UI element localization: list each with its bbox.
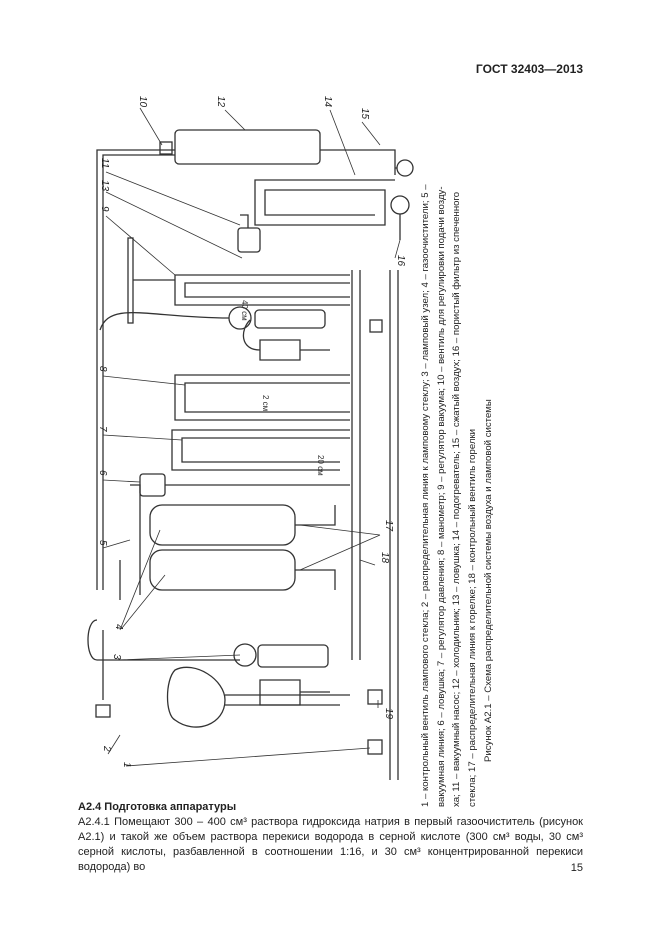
filter-16 xyxy=(390,195,410,215)
callout-17: 17 xyxy=(383,520,394,532)
scale-label-2: 2 см xyxy=(261,395,270,411)
callout-9: 9 xyxy=(99,206,110,212)
figure-caption: Рисунок А2.1 – Схема распределительной с… xyxy=(483,399,494,762)
legend-line: ха; 11 – вакуумный насос; 12 – холодильн… xyxy=(451,191,462,807)
callout-8: 8 xyxy=(97,366,108,372)
legend-line: 1 – контрольный вентиль лампового стекла… xyxy=(420,184,431,807)
section-body: А2.4 Подготовка аппаратуры А2.4.1 Помеща… xyxy=(78,800,583,875)
callout-14: 14 xyxy=(322,96,333,108)
valve-1 xyxy=(367,739,383,755)
callout-2: 2 xyxy=(101,745,112,752)
scale-label-20: 20 см xyxy=(316,455,325,476)
valve-10 xyxy=(159,141,173,155)
callout-3: 3 xyxy=(111,654,122,660)
callout-4: 4 xyxy=(113,624,124,630)
callout-19: 19 xyxy=(383,708,394,720)
callout-18: 18 xyxy=(379,552,390,564)
callout-5: 5 xyxy=(97,540,108,546)
section-paragraph: А2.4.1 Помещают 300 – 400 см³ раствора г… xyxy=(78,816,583,873)
heater xyxy=(254,179,395,226)
callout-16: 16 xyxy=(395,255,406,267)
lamp-line xyxy=(87,619,240,700)
callout-15: 15 xyxy=(359,108,370,120)
cooler xyxy=(174,129,321,165)
trap-6 xyxy=(139,473,166,497)
legend-line: стекла; 17 – распределительная линия к г… xyxy=(466,428,478,807)
callout-12: 12 xyxy=(215,96,226,108)
manometer xyxy=(174,374,350,421)
vacuum-line-inner xyxy=(102,154,175,590)
scale-label-40: 40 см xyxy=(240,300,249,321)
trap-13 xyxy=(237,227,261,253)
callout-13: 13 xyxy=(99,180,110,192)
gas-purifier-1 xyxy=(149,504,296,546)
callout-6: 6 xyxy=(97,470,108,476)
gauge xyxy=(396,159,414,177)
standard-header: ГОСТ 32403—2013 xyxy=(475,62,583,76)
valve-19 xyxy=(367,689,383,705)
vacuum-line xyxy=(96,149,396,590)
vacuum-regulator xyxy=(174,274,350,306)
callout-7: 7 xyxy=(97,426,108,432)
callout-1: 1 xyxy=(121,762,132,768)
legend-line: вакуумная линия; 6 – ловушка; 7 – регуля… xyxy=(435,186,447,807)
callout-10: 10 xyxy=(137,96,148,108)
page-number: 15 xyxy=(570,862,583,874)
lamp-bulb xyxy=(166,666,350,728)
section-title: А2.4 Подготовка аппаратуры xyxy=(78,801,237,813)
gas-purifier-2 xyxy=(149,549,296,591)
callout-11: 11 xyxy=(99,158,110,168)
pressure-regulator xyxy=(171,429,350,471)
figure-legend: 1 – контрольный вентиль лампового стекла… xyxy=(418,117,482,807)
